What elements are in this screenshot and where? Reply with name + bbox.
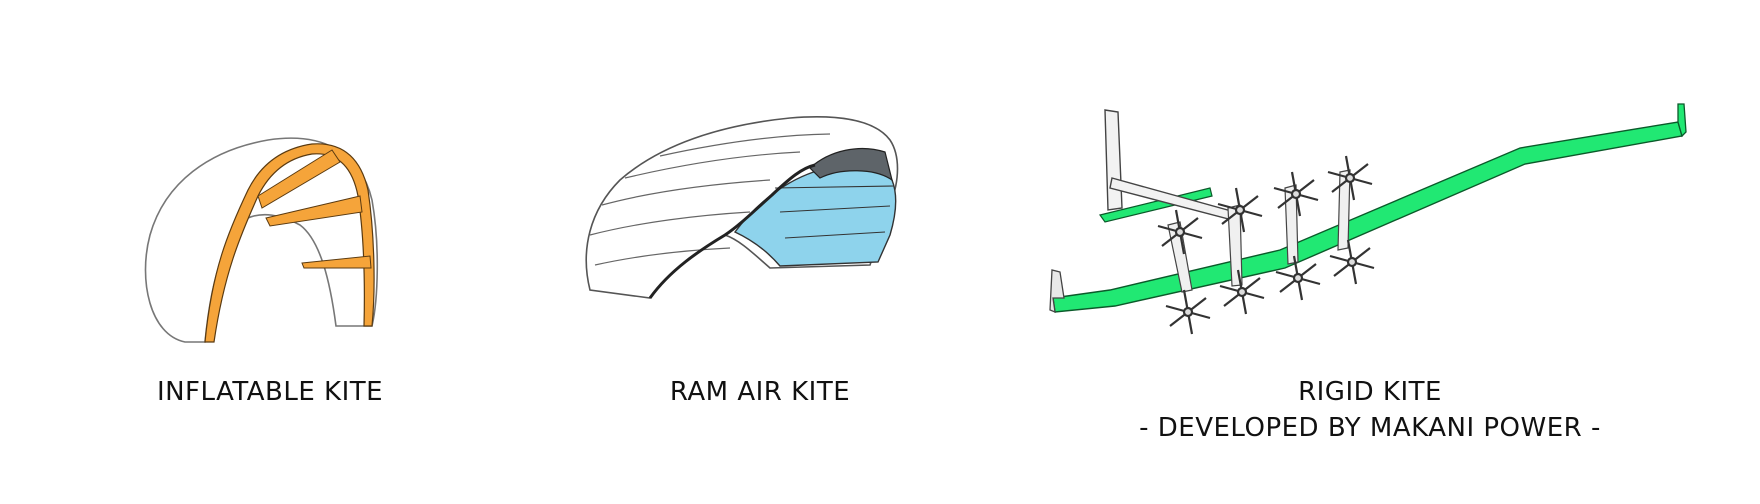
- rigid-rotors: [1157, 155, 1375, 335]
- inflatable-kite-caption: INFLATABLE KITE: [156, 377, 384, 407]
- ram-air-kite-panel: RAM AIR KITE: [540, 0, 980, 504]
- ram-air-inlet: [809, 147, 893, 182]
- rigid-main-wing: [1052, 121, 1683, 313]
- inflatable-strut-2: [265, 195, 363, 227]
- rigid-kite-caption-subtitle: - DEVELOPED BY MAKANI POWER -: [1139, 413, 1601, 443]
- inflatable-strut-3: [301, 255, 372, 269]
- inflatable-canopy: [144, 137, 379, 343]
- ram-air-kite-illustration: [585, 116, 899, 299]
- rigid-kite-caption-title: RIGID KITE: [1298, 377, 1442, 407]
- rigid-kite-illustration: [1049, 103, 1687, 335]
- inflatable-kite-panel: INFLATABLE KITE: [0, 0, 540, 504]
- ram-air-kite-caption: RAM AIR KITE: [669, 377, 851, 407]
- rigid-kite-panel: RIGID KITE - DEVELOPED BY MAKANI POWER -: [980, 0, 1760, 504]
- inflatable-leading-edge: [204, 143, 375, 343]
- inflatable-kite-illustration: [144, 137, 379, 343]
- rigid-pylons: [1167, 169, 1351, 293]
- inflatable-strut-1: [257, 149, 341, 209]
- rigid-vertical-tail: [1104, 109, 1123, 211]
